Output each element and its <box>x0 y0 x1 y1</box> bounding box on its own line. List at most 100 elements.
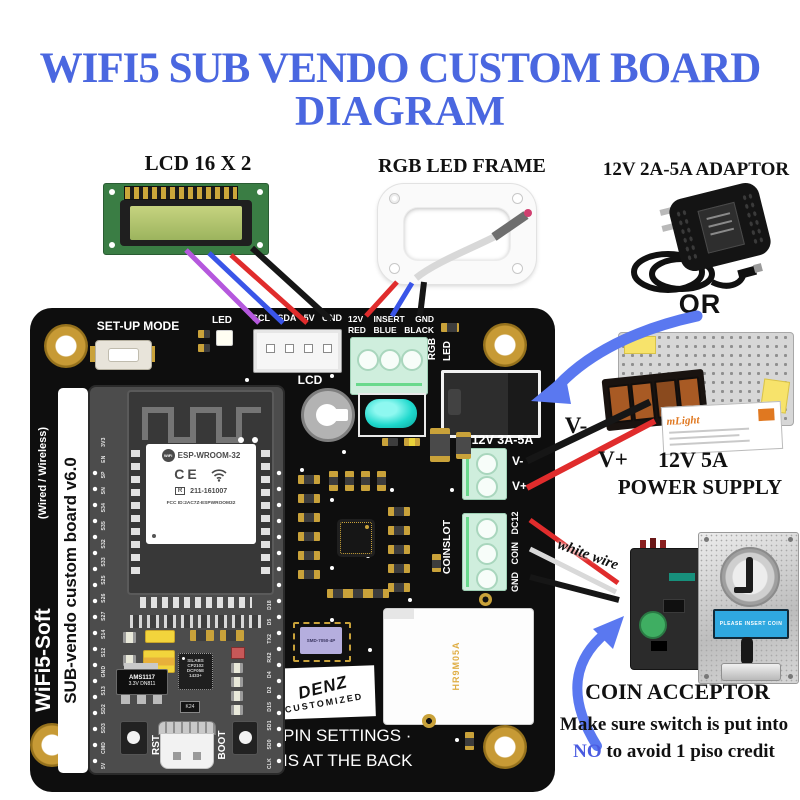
pin-holes-right <box>276 465 282 769</box>
product-name-label: WiFi5-Soft <box>32 608 55 712</box>
smd-component <box>327 589 349 598</box>
led-vertical-label: LED <box>442 341 453 361</box>
acceptor-pin <box>650 538 656 552</box>
mount-hole <box>44 324 88 368</box>
coin-acceptor-label: COIN ACCEPTOR <box>585 679 770 704</box>
pin-label: BLACK <box>404 325 434 335</box>
lcd-screen <box>130 206 242 240</box>
pin-label: GND <box>321 313 342 323</box>
module-pads <box>131 450 140 580</box>
module-label: WiFi ESP-WROOM-32 CE R <box>146 444 256 544</box>
module-pads <box>261 450 270 580</box>
psu-name-line2: POWER SUPPLY <box>617 475 783 499</box>
vminus-label: V- <box>564 413 588 438</box>
red-smd <box>231 647 245 659</box>
smd-component <box>298 513 320 522</box>
smd-component <box>388 583 410 592</box>
coinslot-label: COINSLOT <box>441 519 453 575</box>
setup-mode-button <box>90 340 155 370</box>
terminal-screw <box>476 543 498 565</box>
gold-via <box>479 593 492 606</box>
acceptor-pin <box>640 540 646 552</box>
yellow-component <box>145 630 175 643</box>
rgb-terminal-block <box>350 337 428 395</box>
power-terminal-label: 12V 3A-5A <box>471 433 534 447</box>
board-vplus-label: V+ <box>512 479 528 493</box>
reg-mark: R <box>174 487 186 495</box>
boot-button-label: BOOT <box>217 730 228 760</box>
coin-entry <box>720 547 780 607</box>
adaptor-label: 12V 2A-5A ADAPTOR <box>602 159 790 180</box>
adaptor-spec-label <box>697 201 745 254</box>
usb-bridge-chip: SILABS CP2102 DCF05E 1433+ <box>178 653 213 690</box>
switch-note-rest: to avoid 1 piso credit <box>601 741 775 762</box>
switch-note-line2: NO to avoid 1 piso credit <box>548 742 800 762</box>
ce-mark: CE <box>174 466 200 482</box>
smd-component <box>388 526 410 535</box>
qfn-chip <box>340 522 372 554</box>
boot-button <box>232 721 258 755</box>
smd-component <box>367 589 389 598</box>
smd-component <box>465 732 474 750</box>
back-note-line2: IS AT THE BACK <box>283 751 413 770</box>
lcd-connector-label: LCD <box>297 373 323 387</box>
mode-label: (Wired / Wireless) <box>37 426 49 520</box>
micro-usb-port <box>158 721 216 769</box>
frame-hole <box>389 193 400 204</box>
version-band <box>58 388 88 773</box>
mount-hole-dot <box>109 189 115 195</box>
smd-capacitor <box>231 691 243 701</box>
chip-text: CP2102 <box>187 663 204 668</box>
back-note-line1: PIN SETTINGS · <box>283 726 412 745</box>
rgb-header-row2: RED BLUE BLACK <box>348 326 434 335</box>
smd-capacitor <box>123 655 136 666</box>
pin-label: 5V <box>303 313 315 323</box>
acceptor-connector <box>651 641 667 651</box>
rj45-jack <box>383 608 534 725</box>
smd-component <box>388 564 410 573</box>
fcc-id: FCC ID:2AC7Z-ESPWROOM32 <box>166 501 236 506</box>
lcd-header-pin-labels: SCL SDA 5V GND <box>252 314 342 323</box>
chip-text: SILABS <box>187 658 204 663</box>
mount-hole-dot <box>257 242 263 248</box>
smd-component <box>404 438 420 446</box>
power-supply-image: mLight <box>601 332 794 456</box>
pin-label: RED <box>348 325 366 335</box>
pin-label: INSERT <box>373 314 405 324</box>
rgb-header-row1: 12V INSERT GND <box>348 315 434 324</box>
esp32-dev-board: 5V CMD SD3 SD2 S13 GND S12 S14 S27 S26 S… <box>88 385 285 775</box>
led-label: LED <box>212 315 232 326</box>
rgb-vertical-label: RGB <box>427 337 438 361</box>
acceptor-display <box>663 599 685 613</box>
terminal-screw <box>401 349 423 371</box>
rj45-label: HR9M05A <box>451 641 461 691</box>
terminal-screw <box>379 349 401 371</box>
regulator-leg <box>121 695 130 704</box>
smd-component <box>198 330 210 338</box>
regulator-tab <box>124 663 158 670</box>
smd-component <box>388 545 410 554</box>
crystal-oscillator: SMD-7050-4P <box>293 622 351 662</box>
setup-mode-label: SET-UP MODE <box>96 319 180 333</box>
smd-component <box>377 471 386 491</box>
smd-component <box>361 471 370 491</box>
smd-component <box>345 471 354 491</box>
pin-label: GND <box>415 314 434 324</box>
module-name: ESP-WROOM-32 <box>177 451 241 460</box>
regulator-leg <box>137 695 146 704</box>
esp-wroom-module: WiFi ESP-WROOM-32 CE R <box>127 390 274 595</box>
mount-hole-dot <box>109 242 115 248</box>
vplus-label: V+ <box>598 447 628 472</box>
board-version-label: SUB-vendo custom board v6.0 <box>61 457 80 704</box>
smd-capacitor <box>456 432 471 459</box>
smd-capacitor <box>231 705 243 715</box>
antenna-trace <box>142 407 261 443</box>
pin-label: SCL <box>252 313 270 323</box>
adaptor-image <box>616 179 778 300</box>
chip-text: AMS1117 <box>128 675 156 681</box>
coin-acceptor-image: PLEASE INSERT COIN <box>610 532 799 687</box>
via-dots <box>30 308 34 312</box>
cert-number: 211-161007 <box>190 487 228 495</box>
smd-component <box>388 507 410 516</box>
smd-component <box>432 554 441 572</box>
